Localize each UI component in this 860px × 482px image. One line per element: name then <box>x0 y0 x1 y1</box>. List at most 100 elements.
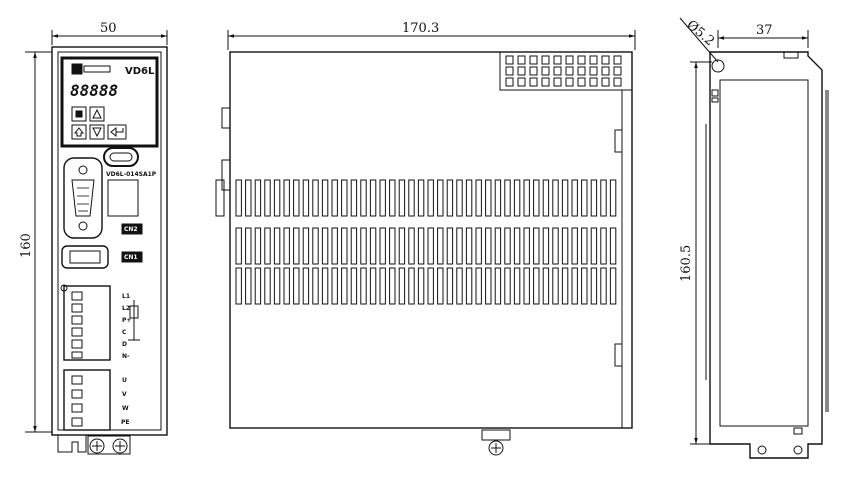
heatsink-fin <box>589 66 598 76</box>
heatsink-fin <box>505 66 514 76</box>
vent-slot <box>561 227 569 265</box>
heatsink-fin <box>541 66 550 76</box>
vent-slot <box>398 179 406 217</box>
down-button[interactable] <box>89 124 105 140</box>
vent-slot <box>456 179 463 217</box>
cn1-tag <box>121 251 143 263</box>
terminal-label-6: N- <box>122 353 130 360</box>
heatsink-fin <box>505 55 514 65</box>
back-clip-top-2 <box>711 97 719 103</box>
terminal-label-1: L1 <box>122 293 130 300</box>
vent-slot <box>523 267 530 305</box>
vent-slot <box>360 227 367 265</box>
shift-button[interactable] <box>71 124 87 140</box>
vent-slot <box>494 227 502 265</box>
vent-slot <box>437 179 444 217</box>
vent-slot <box>504 179 511 217</box>
motor-label-2: V <box>122 391 127 398</box>
vent-slot <box>350 227 358 265</box>
seven-segment-display: 88888 <box>70 81 118 100</box>
vent-slot <box>475 267 482 305</box>
vent-slot <box>427 179 434 217</box>
vent-slot <box>456 267 463 305</box>
vent-slot <box>245 179 252 217</box>
power-terminal-slots <box>71 291 83 359</box>
heatsink-fin <box>577 77 586 87</box>
side-depth-label: 170.3 <box>402 21 439 36</box>
heatsink-fin <box>613 55 622 65</box>
terminal-label-column: L1 L2 P+ C D N- U V W PE <box>121 293 131 426</box>
vent-slot <box>465 179 473 217</box>
up-button[interactable] <box>89 106 105 122</box>
vent-slot <box>609 227 617 265</box>
vent-slot <box>561 267 569 305</box>
vent-slot <box>552 227 559 265</box>
ground-screw-right-icon <box>112 438 128 454</box>
vent-slot <box>581 227 588 265</box>
heatsink-fin <box>577 66 586 76</box>
shift-arrow-icon <box>73 127 85 137</box>
vent-slot <box>254 267 262 305</box>
vent-slot <box>552 179 559 217</box>
cn2-label: CN2 <box>124 226 138 233</box>
terminal-label-5: D <box>122 341 127 348</box>
heatsink-fin <box>589 55 598 65</box>
vent-slot <box>523 227 530 265</box>
heatsink-fins <box>505 55 622 87</box>
front-body-outline <box>51 46 168 436</box>
heatsink-fin-block <box>499 51 633 91</box>
heatsink-fin <box>613 77 622 87</box>
vent-slot <box>533 227 540 265</box>
back-plate-outline <box>709 51 823 459</box>
vent-slot <box>273 179 281 217</box>
vent-slot <box>600 179 607 217</box>
cn2-pins <box>77 187 89 212</box>
vent-slot <box>379 227 386 265</box>
heatsink-fin <box>601 66 610 76</box>
vent-slot <box>312 179 319 217</box>
label-box <box>107 179 139 217</box>
side-ground-bracket <box>481 429 511 441</box>
vent-slot <box>264 179 271 217</box>
enter-button[interactable] <box>107 124 127 140</box>
front-mount-tab <box>57 435 87 453</box>
vent-slot <box>379 179 386 217</box>
mode-button[interactable] <box>71 106 87 122</box>
vent-slot <box>293 267 300 305</box>
vent-slot <box>398 227 406 265</box>
vent-slot <box>446 179 454 217</box>
vent-slot <box>360 179 367 217</box>
mount-hole-top-icon <box>711 59 725 73</box>
vent-slot <box>302 267 310 305</box>
hole-leader-line <box>679 17 719 63</box>
vent-slot <box>350 179 358 217</box>
vent-slot <box>465 227 473 265</box>
vent-slots <box>235 179 617 305</box>
brand-logo-icon <box>71 63 83 75</box>
vent-slot <box>609 179 617 217</box>
vent-slot <box>254 179 262 217</box>
heatsink-fin <box>517 66 526 76</box>
terminal-label-4: C <box>122 329 127 336</box>
heatsink-fin <box>589 77 598 87</box>
brand-name: VD6L <box>125 66 155 77</box>
brand-wordmark-icon <box>83 65 111 73</box>
vent-slot <box>590 227 598 265</box>
vent-slot <box>264 267 271 305</box>
usb-port <box>103 147 139 167</box>
vent-slot <box>504 227 511 265</box>
vent-slot <box>283 267 290 305</box>
side-slot-top <box>614 129 623 153</box>
vent-slot <box>542 179 550 217</box>
cn2-screw-bottom-icon <box>78 221 88 231</box>
vent-slot <box>389 267 396 305</box>
cn2-tag <box>121 223 143 235</box>
heatsink-fin <box>553 77 562 87</box>
back-height-label: 160.5 <box>679 245 694 282</box>
vent-slot <box>475 179 482 217</box>
vent-slot <box>254 227 262 265</box>
vent-slot <box>504 267 511 305</box>
front-width-label: 50 <box>100 21 117 36</box>
brake-resistor-symbol-icon <box>128 300 140 341</box>
